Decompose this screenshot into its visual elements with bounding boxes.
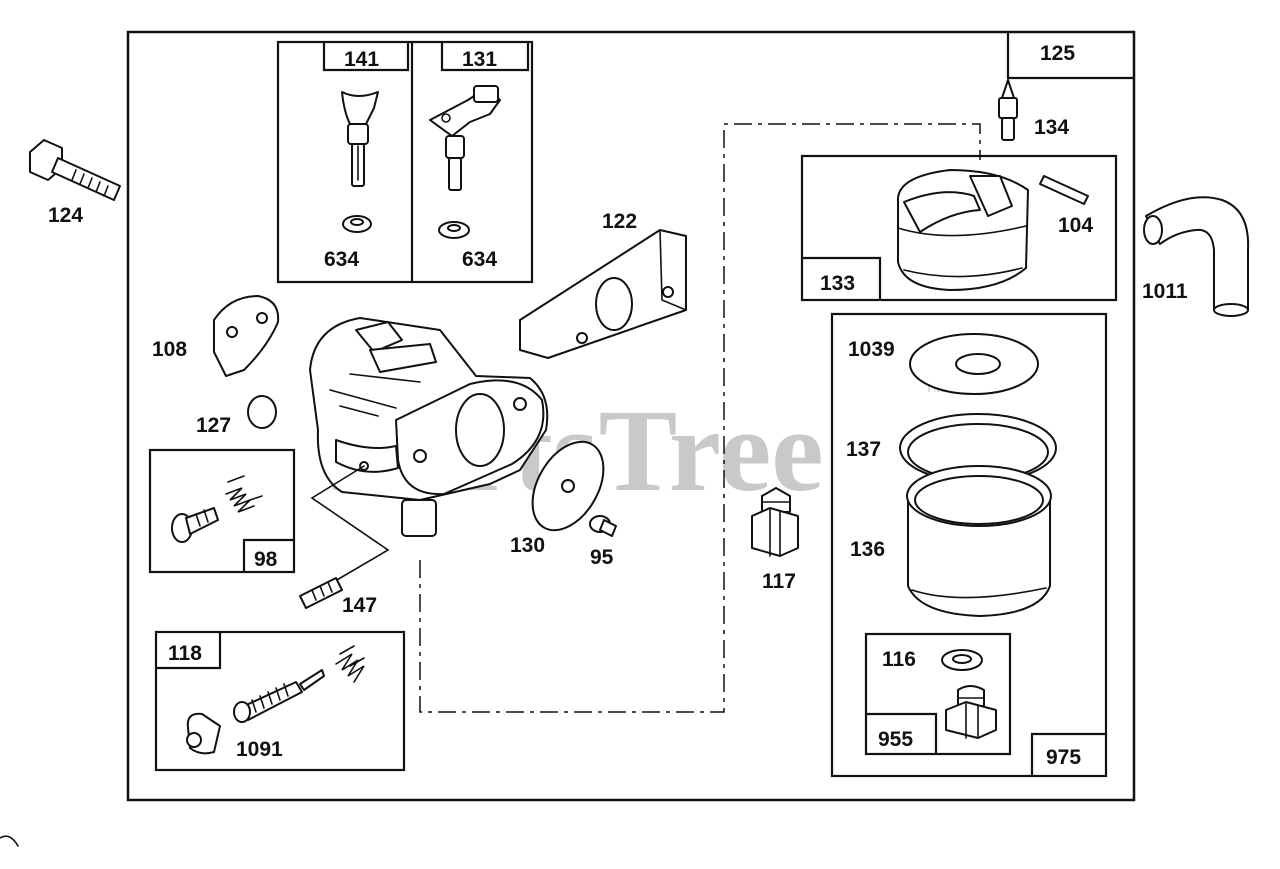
disc-130-drawing	[531, 440, 605, 532]
part-label-116: 116	[882, 648, 916, 671]
part-label-134: 134	[1034, 116, 1069, 139]
part-label-122: 122	[602, 210, 637, 233]
part-label-98: 98	[254, 548, 278, 571]
part-label-634-left: 634	[324, 248, 359, 271]
group-141-131: 141 131 634 634	[276, 40, 534, 284]
choke-shaft-141-drawing	[341, 91, 379, 187]
part-label-147: 147	[342, 594, 377, 617]
part-label-1011: 1011	[1142, 280, 1188, 303]
part-label-1091: 1091	[236, 738, 283, 761]
washer-116-drawing	[941, 649, 983, 671]
part-label-118: 118	[168, 642, 202, 665]
spring-118-drawing	[335, 645, 365, 683]
part-label-955: 955	[878, 728, 913, 751]
part-label-117: 117	[762, 570, 796, 593]
part-label-1039: 1039	[848, 338, 895, 361]
washer-634-left	[342, 215, 372, 233]
part-label-141: 141	[344, 48, 379, 71]
tube-1011-drawing	[1143, 196, 1250, 317]
fitting-118-drawing	[186, 712, 221, 755]
part-label-131: 131	[462, 48, 497, 71]
spring-98-drawing	[225, 475, 263, 513]
bolt-124-drawing	[29, 139, 121, 201]
part-125-box: 125	[1006, 32, 1134, 80]
needle-134-drawing	[998, 79, 1018, 141]
group-118: 118 1091	[154, 630, 406, 772]
gasket-1039-drawing	[909, 333, 1039, 395]
part-label-108: 108	[152, 338, 187, 361]
part-label-130: 130	[510, 534, 545, 557]
screw-95-drawing	[589, 515, 617, 537]
part-label-125: 125	[1040, 42, 1075, 65]
plate-108-drawing	[213, 295, 280, 377]
throttle-shaft-131-drawing	[429, 85, 501, 191]
part-label-137: 137	[846, 438, 881, 461]
bowl-136-drawing	[906, 465, 1052, 617]
part-label-634-right: 634	[462, 248, 497, 271]
part-label-127: 127	[196, 414, 231, 437]
group-98: 98	[148, 448, 296, 574]
plug-127-drawing	[247, 395, 277, 429]
group-116-955: 116 955	[864, 632, 1012, 756]
part-label-124: 124	[48, 204, 83, 227]
ring-137-drawing	[899, 413, 1057, 483]
part-label-975: 975	[1046, 746, 1081, 769]
bolt-955-drawing	[945, 685, 997, 739]
carburetor-body-drawing	[309, 317, 549, 537]
pin-104-drawing	[1039, 175, 1089, 205]
part-label-136: 136	[850, 538, 885, 561]
part-label-104: 104	[1058, 214, 1093, 237]
float-133-drawing	[897, 169, 1029, 291]
idle-screw-98-drawing	[171, 507, 219, 543]
group-975: 975 1039 137 136 116 955	[830, 312, 1108, 778]
part-label-133: 133	[820, 272, 855, 295]
connection-line	[419, 123, 981, 713]
gasket-122-drawing	[519, 229, 687, 359]
fitting-117-drawing	[751, 487, 799, 557]
group-133: 133 104	[800, 154, 1118, 302]
washer-634-right	[438, 221, 470, 239]
main-frame	[126, 30, 1136, 802]
link-147-drawing	[299, 465, 390, 609]
part-label-95: 95	[590, 546, 614, 569]
corner-mark	[0, 835, 19, 847]
needle-1091-drawing	[233, 669, 325, 723]
